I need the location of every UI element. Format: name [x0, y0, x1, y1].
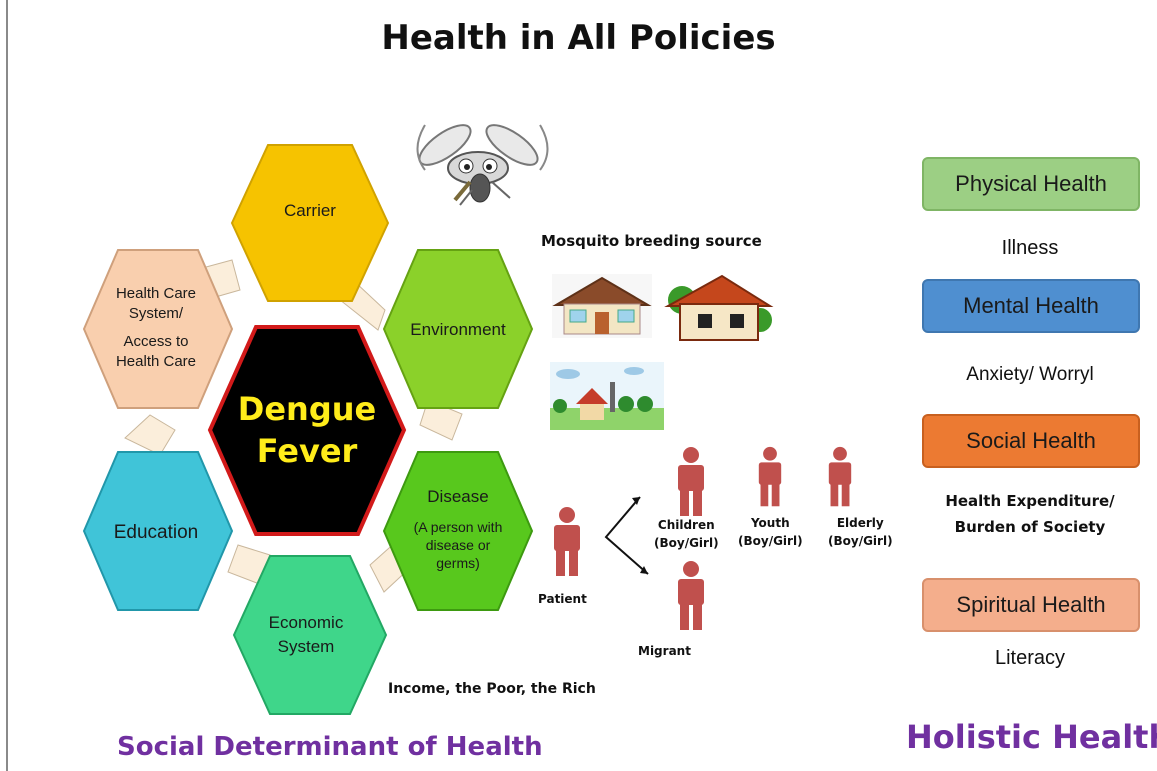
hexagon-economic-system	[232, 555, 388, 715]
youth-label-line2: (Boy/Girl)	[738, 534, 803, 548]
arrowhead-down	[640, 566, 648, 574]
youth-person-icon	[758, 446, 782, 507]
physical-health-caption: Illness	[1001, 237, 1059, 259]
social-health-box: Social Health	[922, 414, 1140, 468]
spiritual-health-caption: Literacy	[994, 647, 1066, 669]
hexagon-disease-line3: disease or	[426, 537, 491, 553]
page-title: Health in All Policies	[381, 18, 776, 58]
social-health-caption: Health Expenditure/ Burden of Society	[910, 488, 1150, 540]
mosquito-breeding-label: Mosquito breeding source	[541, 232, 762, 250]
hexagon-environment-label: Environment	[410, 320, 506, 339]
children-label: Children (Boy/Girl)	[654, 516, 719, 552]
hexagon-carrier	[230, 144, 390, 302]
hexagon-health-care-line1: Health Care	[116, 285, 196, 302]
migrant-label: Migrant	[638, 644, 691, 658]
hexagon-health-care-system	[82, 249, 234, 409]
hexagon-economic-line1: Economic	[269, 613, 344, 632]
hexagon-disease-line2: (A person with	[414, 519, 503, 535]
hexagon-environment	[382, 249, 534, 409]
hexagon-dengue-fever	[207, 325, 407, 536]
children-label-line1: Children	[657, 518, 715, 532]
children-label-line2: (Boy/Girl)	[654, 536, 719, 550]
elderly-label-line1: Elderly	[836, 516, 884, 530]
village-icon	[550, 362, 664, 430]
left-border-rule	[6, 0, 8, 771]
youth-label-line1: Youth	[750, 516, 790, 530]
hexagon-education-label: Education	[114, 522, 199, 543]
mental-health-box: Mental Health	[922, 279, 1140, 333]
elderly-person-icon	[828, 446, 852, 507]
dengue-fever-line1: Dengue	[238, 390, 376, 428]
connector-environment-disease	[419, 399, 463, 441]
dengue-fever-line2: Fever	[257, 432, 358, 470]
social-determinant-label: Social Determinant of Health	[117, 732, 543, 762]
spiritual-health-box: Spiritual Health	[922, 578, 1140, 632]
hut-icon	[664, 274, 774, 341]
patient-label: Patient	[538, 592, 587, 606]
patient-person-icon	[554, 507, 580, 576]
hexagon-health-care-line3: Access to	[123, 333, 188, 350]
hexagon-economic-line2: System	[278, 637, 335, 656]
youth-label: Youth (Boy/Girl)	[738, 514, 803, 550]
hexagon-education	[82, 451, 234, 611]
patient-arrows	[604, 496, 649, 575]
hexagon-health-care-line4: Health Care	[116, 353, 196, 370]
physical-health-box: Physical Health	[922, 157, 1140, 211]
holistic-health-title: Holistic Health	[906, 718, 1157, 756]
arrowhead-up	[632, 497, 640, 505]
hexagon-health-care-line2: System/	[129, 305, 184, 322]
children-person-icon	[678, 447, 704, 516]
social-health-caption-line1: Health Expenditure/	[945, 492, 1115, 510]
mental-health-caption: Anxiety/ Worryl	[966, 364, 1094, 385]
migrant-person-icon	[678, 561, 704, 630]
elderly-label-line2: (Boy/Girl)	[828, 534, 893, 548]
connector-education-healthcare	[124, 414, 176, 456]
house-icon	[552, 274, 652, 338]
hexagon-carrier-label: Carrier	[284, 201, 336, 220]
mosquito-icon	[416, 124, 549, 206]
hexagon-disease-line4: germs)	[436, 555, 480, 571]
social-health-caption-line2: Burden of Society	[954, 518, 1106, 536]
hexagon-disease	[382, 451, 534, 611]
income-label: Income, the Poor, the Rich	[388, 681, 596, 697]
elderly-label: Elderly (Boy/Girl)	[828, 514, 893, 550]
hexagon-disease-line1: Disease	[427, 487, 488, 506]
